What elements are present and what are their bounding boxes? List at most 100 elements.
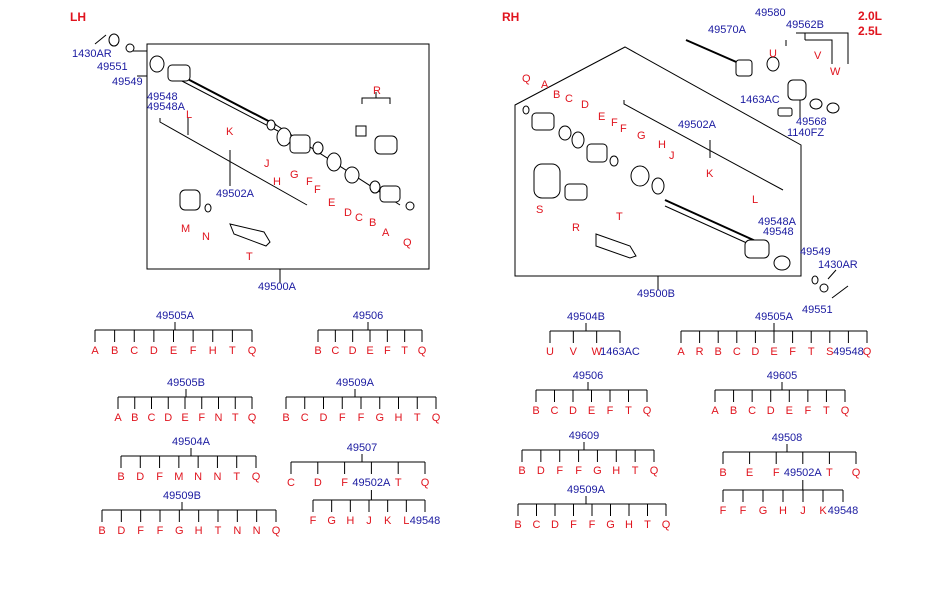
lh-part-label: 49548 bbox=[147, 91, 178, 103]
kit-code-label: 49504A bbox=[172, 436, 210, 448]
part-letter-label: R bbox=[695, 346, 704, 358]
rh-part-label: 49562B bbox=[786, 19, 824, 31]
part-letter-label: G bbox=[758, 505, 768, 517]
part-letter-label: Q bbox=[851, 467, 861, 479]
part-letter-label: D bbox=[117, 525, 126, 537]
part-letter-label: S bbox=[826, 346, 834, 358]
part-letter-label: Q bbox=[251, 471, 261, 483]
rh-letter: H bbox=[658, 139, 666, 151]
part-code-label: 1463AC bbox=[600, 346, 640, 358]
rh-side-label: RH bbox=[502, 10, 520, 24]
part-letter-label: K bbox=[383, 515, 392, 527]
part-letter-label: H bbox=[625, 519, 633, 531]
rh-letter: K bbox=[706, 168, 714, 180]
part-letter-label: J bbox=[366, 515, 372, 527]
part-letter-label: Q bbox=[247, 412, 257, 424]
part-letter-label: Q bbox=[642, 405, 652, 417]
part-letter-label: B bbox=[719, 467, 727, 479]
rh-letter: F bbox=[620, 123, 627, 135]
lh-assembly-code: 49500A bbox=[258, 281, 296, 293]
part-letter-label: F bbox=[575, 465, 582, 477]
part-letter-label: A bbox=[114, 412, 122, 424]
part-letter-label: E bbox=[181, 412, 189, 424]
lh-letter: D bbox=[344, 207, 352, 219]
part-letter-label: F bbox=[556, 465, 564, 477]
part-code-label: 49548 bbox=[409, 515, 441, 527]
part-letter-label: D bbox=[536, 465, 545, 477]
part-code-label: 49502A bbox=[783, 467, 822, 479]
part-letter-label: D bbox=[149, 345, 158, 357]
rh-letter: R bbox=[572, 222, 580, 234]
rh-letter: L bbox=[752, 194, 759, 206]
part-letter-label: F bbox=[804, 405, 812, 417]
part-letter-label: Q bbox=[420, 477, 430, 489]
part-letter-label: T bbox=[214, 525, 222, 537]
part-letter-label: F bbox=[156, 525, 164, 537]
part-letter-label: W bbox=[591, 346, 602, 358]
part-code-label: 49502A bbox=[352, 477, 391, 489]
part-letter-label: L bbox=[403, 515, 410, 527]
part-letter-label: C bbox=[287, 477, 295, 489]
lh-part-label: 49548A bbox=[147, 101, 185, 113]
part-letter-label: C bbox=[748, 405, 757, 417]
part-letter-label: C bbox=[532, 519, 541, 531]
lh-part-label: 49551 bbox=[97, 61, 128, 73]
lh-letter: J bbox=[264, 158, 270, 170]
rh-letter: J bbox=[669, 150, 675, 162]
rh-part-label: 1463AC bbox=[740, 94, 780, 106]
part-letter-label: G bbox=[606, 519, 615, 531]
part-letter-label: D bbox=[319, 412, 328, 424]
part-letter-label: D bbox=[348, 345, 357, 357]
part-letter-label: Q bbox=[649, 465, 659, 477]
rh-part-label: 1430AR bbox=[818, 259, 858, 271]
part-letter-label: B bbox=[729, 405, 738, 417]
engine-label-2-0: 2.0L bbox=[858, 9, 883, 23]
part-letter-label: T bbox=[401, 345, 409, 357]
lh-part-label: 49502A bbox=[216, 188, 254, 200]
lh-letter: B bbox=[369, 217, 377, 229]
rh-letter: V bbox=[814, 50, 822, 62]
kit-code-label: 49509A bbox=[567, 484, 605, 496]
part-letter-label: F bbox=[606, 405, 614, 417]
rh-assembly-code: 49500B bbox=[637, 288, 675, 300]
part-letter-label: H bbox=[346, 515, 355, 527]
part-letter-label: Q bbox=[431, 412, 441, 424]
rh-part-label: 49570A bbox=[708, 24, 746, 36]
part-letter-label: F bbox=[338, 412, 346, 424]
part-letter-label: H bbox=[194, 525, 203, 537]
part-letter-label: E bbox=[745, 467, 754, 479]
rh-part-label: 49502A bbox=[678, 119, 716, 131]
lh-letter: A bbox=[382, 227, 390, 239]
part-letter-label: E bbox=[770, 346, 778, 358]
part-letter-label: T bbox=[413, 412, 421, 424]
rh-part-label: 49548 bbox=[763, 226, 794, 238]
lh-letter: C bbox=[355, 212, 363, 224]
part-letter-label: B bbox=[514, 519, 522, 531]
lh-letter: M bbox=[181, 223, 191, 235]
part-letter-label: G bbox=[327, 515, 336, 527]
part-letter-label: C bbox=[732, 346, 741, 358]
rh-part-label: 49580 bbox=[755, 7, 786, 19]
part-letter-label: E bbox=[587, 405, 596, 417]
part-letter-label: H bbox=[394, 412, 403, 424]
part-letter-label: F bbox=[357, 412, 365, 424]
lh-letter: K bbox=[226, 126, 234, 138]
part-letter-label: G bbox=[375, 412, 385, 424]
kit-code-label: 49506 bbox=[572, 370, 604, 382]
lh-letter: Q bbox=[403, 237, 412, 249]
part-letter-label: D bbox=[164, 412, 173, 424]
kit-code-label: 49505A bbox=[755, 311, 793, 323]
rh-letter: C bbox=[565, 93, 573, 105]
part-letter-label: B bbox=[532, 405, 540, 417]
part-letter-label: T bbox=[229, 345, 236, 357]
rh-part-label: 49548A bbox=[758, 216, 796, 228]
part-letter-label: T bbox=[826, 467, 833, 479]
part-letter-label: Q bbox=[417, 345, 427, 357]
part-letter-label: G bbox=[593, 465, 602, 477]
rh-letter: D bbox=[581, 99, 589, 111]
part-letter-label: Q bbox=[862, 346, 872, 358]
part-letter-label: B bbox=[282, 412, 290, 424]
lh-side-label: LH bbox=[70, 10, 86, 24]
